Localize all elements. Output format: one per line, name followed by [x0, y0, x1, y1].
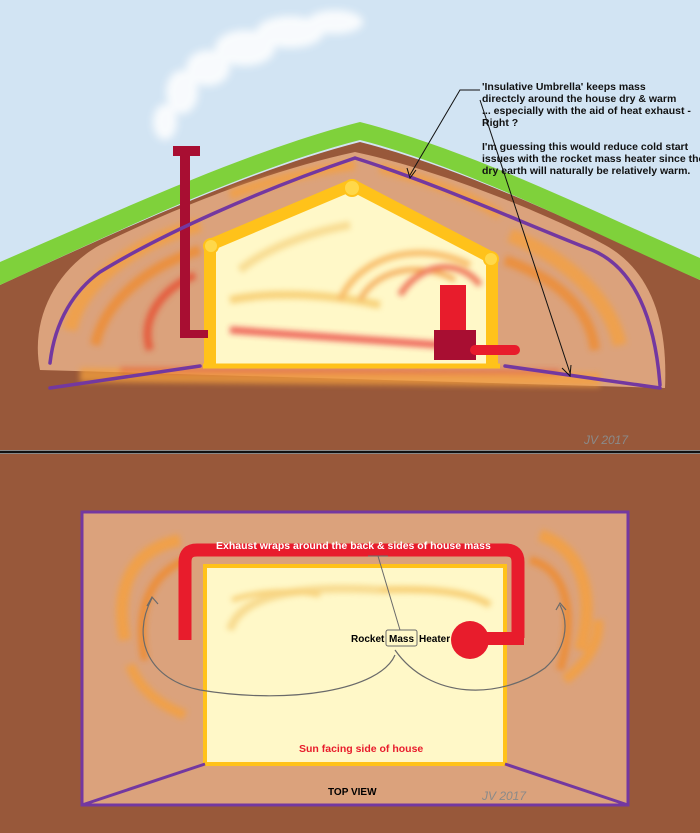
- top-heat-glow: [116, 529, 604, 720]
- exhaust-loop: [178, 543, 525, 640]
- heater-label-box: [385, 629, 418, 647]
- smoke-wisps: [153, 10, 363, 140]
- interior-heat: [229, 221, 483, 349]
- heater-label: Rocket Mass Heater: [351, 629, 450, 647]
- note-line-4: Right ?: [482, 117, 518, 129]
- grass-layer: [0, 122, 700, 285]
- heater-label-heater: Heater: [419, 634, 450, 645]
- insulative-umbrella: [48, 156, 662, 390]
- rocket-mass-heater-side: [434, 285, 520, 360]
- annotation-pointers: [406, 89, 572, 378]
- annotation-note: 'Insulative Umbrella' keeps mass directc…: [482, 81, 700, 177]
- heater-label-mass: Mass: [389, 634, 414, 645]
- note-line-1: 'Insulative Umbrella' keeps mass: [482, 81, 646, 93]
- heat-glow: [63, 160, 627, 387]
- frame-joint-peak: [343, 179, 361, 197]
- sun-side-label: Sun facing side of house: [299, 743, 423, 755]
- heater-label-leader: [368, 555, 401, 631]
- footprint-heat: [226, 584, 492, 632]
- note-line-6: I'm guessing this would reduce cold star…: [482, 141, 689, 153]
- top-signature: JV 2017: [481, 789, 527, 803]
- frame-joint-left: [203, 238, 219, 254]
- frame-joint-right: [483, 251, 499, 267]
- house-interior: [210, 185, 492, 365]
- note-line-2: directcly around the house dry & warm: [482, 93, 676, 105]
- side-signature: JV 2017: [583, 433, 629, 447]
- note-line-7: issues with the rocket mass heater since…: [482, 153, 700, 165]
- heat-flow-arrows: [142, 595, 567, 697]
- heater-body-top: [451, 621, 489, 659]
- exhaust-label: Exhaust wraps around the back & sides of…: [216, 540, 491, 552]
- chimney: [173, 146, 208, 338]
- top-view-label: TOP VIEW: [328, 787, 377, 798]
- footprint-perspective-lines: [81, 762, 629, 807]
- note-line-3: ... especially with the aid of heat exha…: [482, 105, 691, 117]
- note-line-8: dry earth will naturally be relatively w…: [482, 165, 690, 177]
- heater-label-rocket: Rocket: [351, 634, 385, 645]
